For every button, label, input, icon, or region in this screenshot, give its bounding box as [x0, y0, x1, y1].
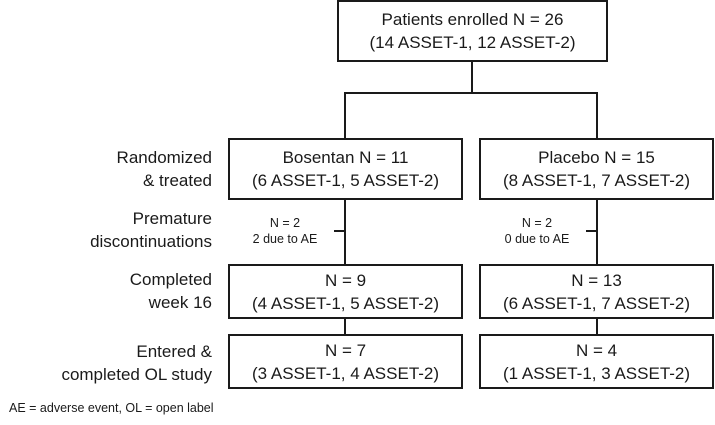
enrolled-box: Patients enrolled N = 26 (14 ASSET-1, 12…: [337, 0, 608, 62]
tick-placebo: [586, 230, 598, 232]
connector-split: [344, 92, 598, 94]
connector-left-down: [344, 92, 346, 138]
footnote: AE = adverse event, OL = open label: [9, 401, 214, 415]
stage-label-ol: Entered & completed OL study: [61, 342, 212, 384]
stage-label-completed: Completed week 16: [129, 270, 212, 312]
enrolled-line2: (14 ASSET-1, 12 ASSET-2): [369, 33, 576, 52]
bosentan-ol-box: N = 7 (3 ASSET-1, 4 ASSET-2): [228, 334, 463, 389]
bosentan-randomized-box: Bosentan N = 11 (6 ASSET-1, 5 ASSET-2): [228, 138, 463, 200]
connector-bosentan-2: [344, 318, 346, 335]
placebo-completed-box: N = 13 (6 ASSET-1, 7 ASSET-2): [479, 264, 714, 319]
placebo-randomized-box: Placebo N = 15 (8 ASSET-1, 7 ASSET-2): [479, 138, 714, 200]
connector-placebo-2: [596, 318, 598, 335]
connector-right-down: [596, 92, 598, 138]
connector-top-down: [471, 60, 473, 93]
bosentan-completed-box: N = 9 (4 ASSET-1, 5 ASSET-2): [228, 264, 463, 319]
placebo-ol-box: N = 4 (1 ASSET-1, 3 ASSET-2): [479, 334, 714, 389]
stage-label-discontinuations: Premature discontinuations: [90, 209, 212, 251]
enrolled-line1: Patients enrolled N = 26: [381, 10, 564, 29]
bosentan-discontinued: N = 2 2 due to AE: [252, 216, 318, 246]
stage-label-randomized: Randomized & treated: [116, 148, 212, 190]
placebo-discontinued: N = 2 0 due to AE: [504, 216, 570, 246]
tick-bosentan: [334, 230, 346, 232]
